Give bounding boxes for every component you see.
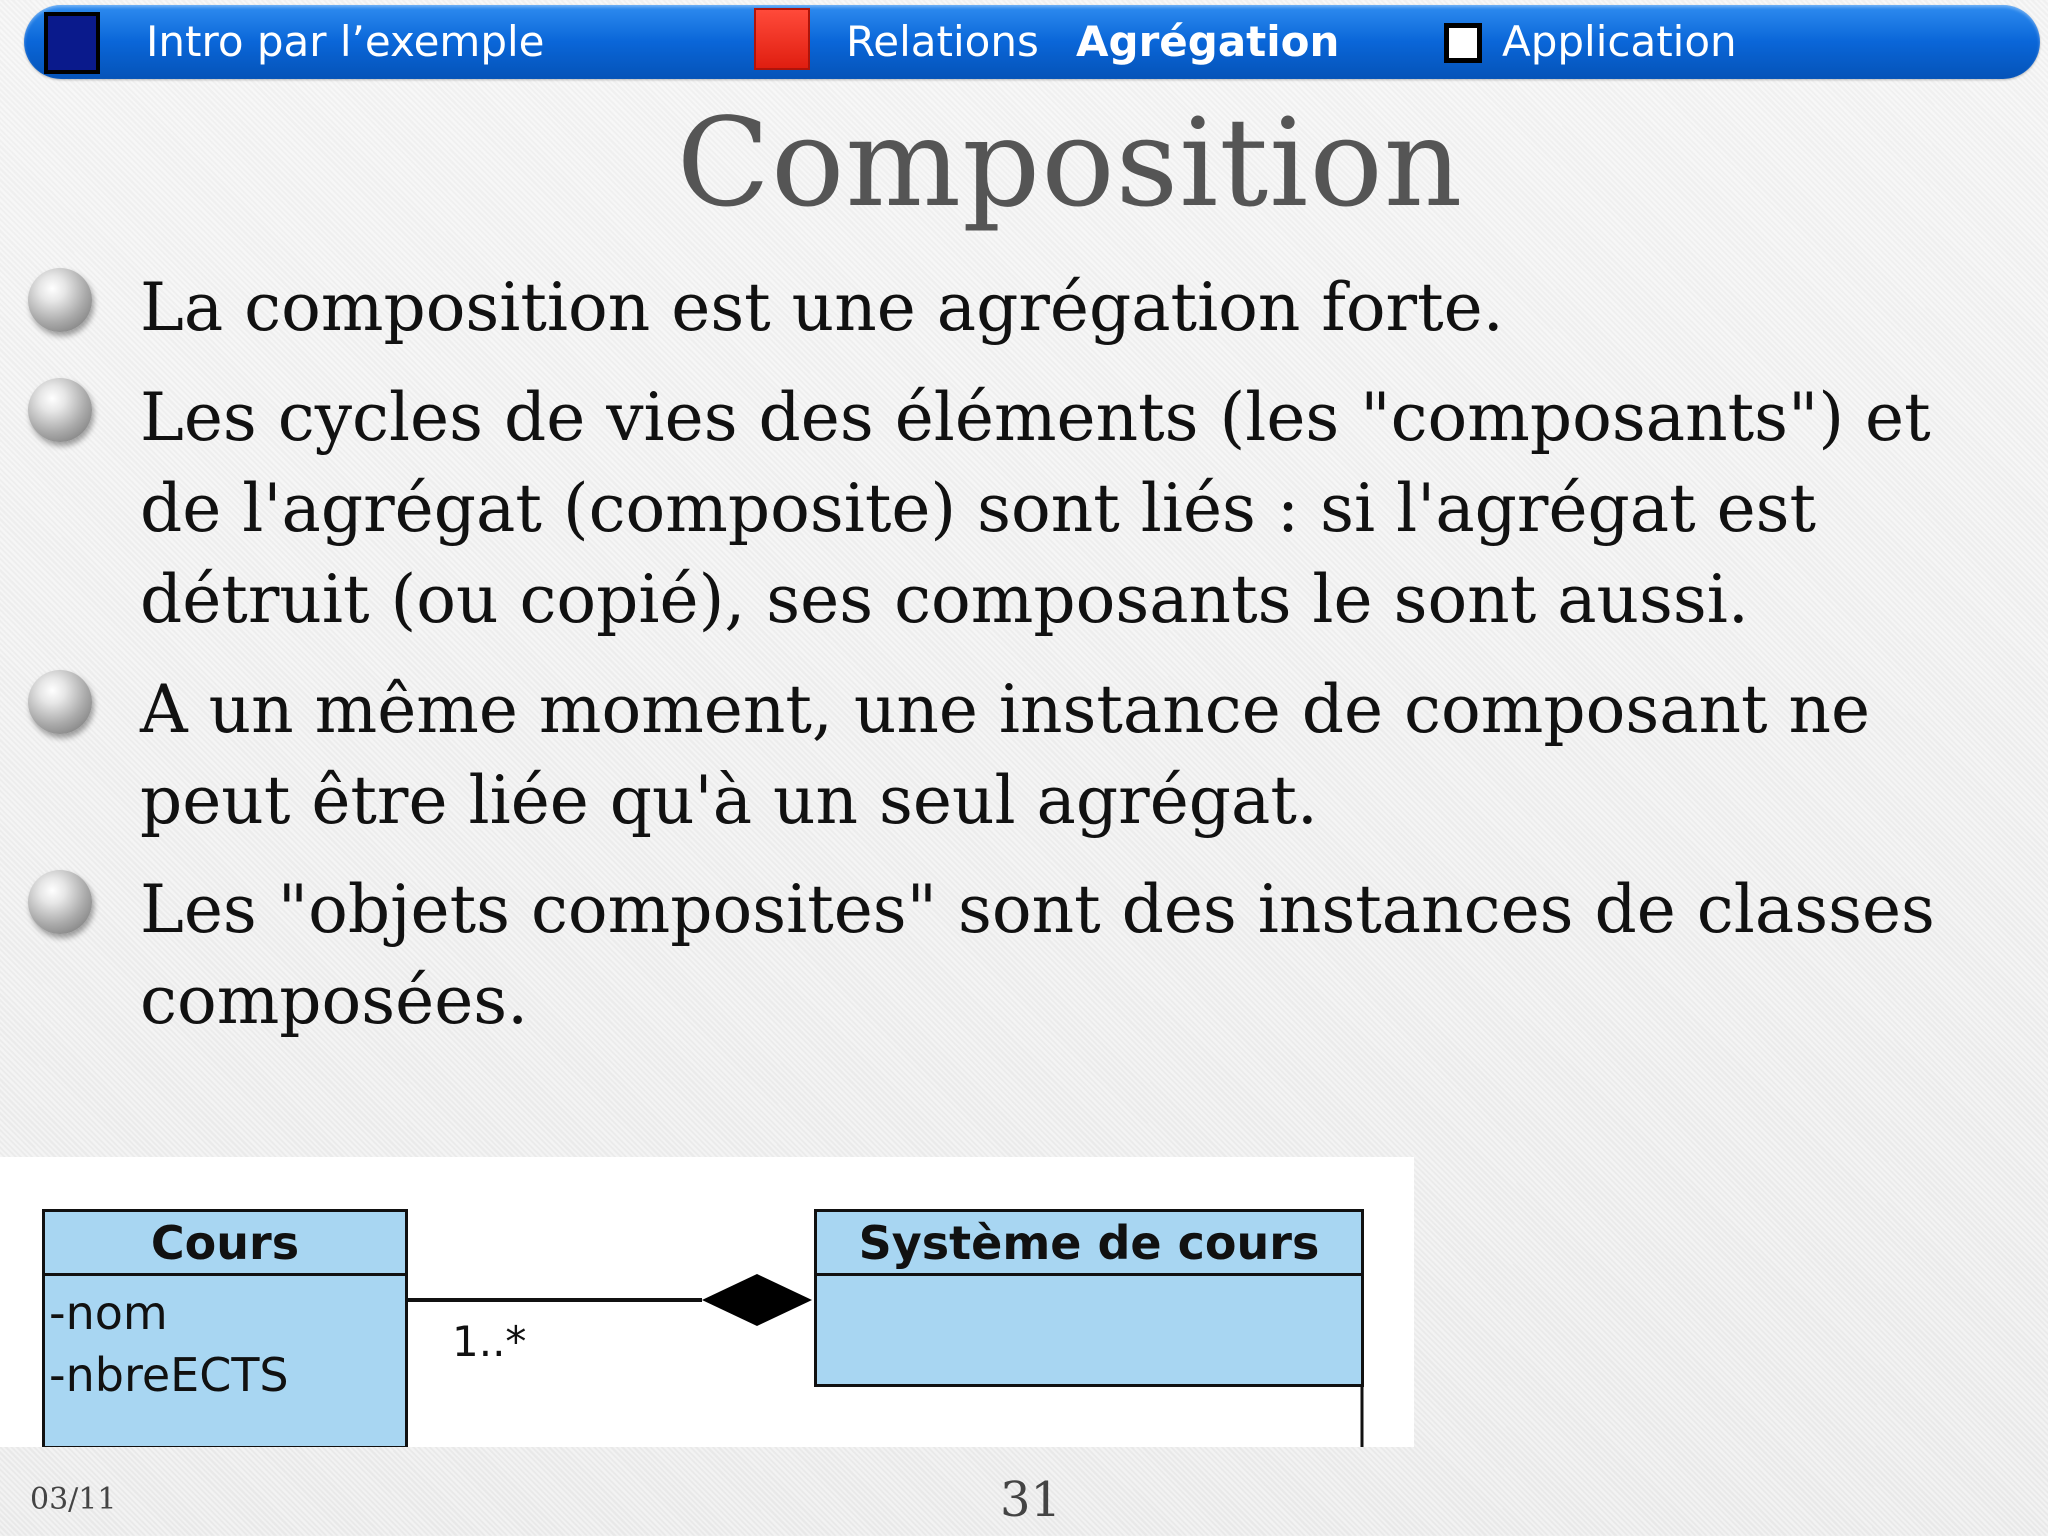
composition-diamond-icon — [702, 1274, 812, 1326]
nav-item-agregation-label: Agrégation — [1076, 17, 1340, 66]
nav-item-relations-label: Relations — [846, 17, 1039, 66]
uml-composition-diagram: Cours -nom -nbreECTS Système de cours 1.… — [0, 1157, 1414, 1447]
uml-class-cours: Cours -nom -nbreECTS — [42, 1209, 408, 1447]
bullet-sphere-icon — [28, 670, 92, 734]
uml-class-cours-name: Cours — [45, 1212, 405, 1276]
bullet-sphere-icon — [28, 870, 92, 934]
uml-class-systeme-name: Système de cours — [817, 1212, 1361, 1276]
nav-item-intro-label: Intro par l’exemple — [146, 17, 545, 66]
nav-item-application-label: Application — [1502, 17, 1737, 66]
section-square-icon-empty — [1444, 23, 1482, 63]
nav-item-application[interactable]: Application — [1502, 5, 1737, 79]
bullet-text: Les cycles de vies des éléments (les "co… — [140, 379, 1931, 638]
uml-attribute: -nbreECTS — [49, 1348, 289, 1402]
section-square-icon-current — [754, 8, 810, 70]
uml-association-layer — [408, 1274, 1364, 1447]
bullet-sphere-icon — [28, 268, 92, 332]
section-square-icon-filled — [44, 12, 100, 74]
footer-date: 03/11 — [30, 1482, 117, 1517]
page-number: 31 — [1000, 1472, 1062, 1528]
uml-class-systeme-de-cours: Système de cours — [814, 1209, 1364, 1387]
nav-item-intro[interactable]: Intro par l’exemple — [146, 5, 545, 79]
bullet-text: A un même moment, une instance de compos… — [140, 671, 1871, 839]
slide-title: Composition — [676, 92, 1464, 234]
uml-attribute: -nom — [49, 1286, 168, 1340]
bullet-text: La composition est une agrégation forte. — [140, 269, 1504, 346]
navigation-bar: Intro par l’exemple Relations Agrégation… — [24, 5, 2040, 79]
nav-item-relations[interactable]: Relations — [846, 5, 1039, 79]
bullet-text: Les "objets composites" sont des instanc… — [140, 871, 1935, 1039]
nav-item-agregation[interactable]: Agrégation — [1076, 5, 1339, 79]
multiplicity-label: 1..* — [452, 1317, 527, 1366]
bullet-sphere-icon — [28, 378, 92, 442]
